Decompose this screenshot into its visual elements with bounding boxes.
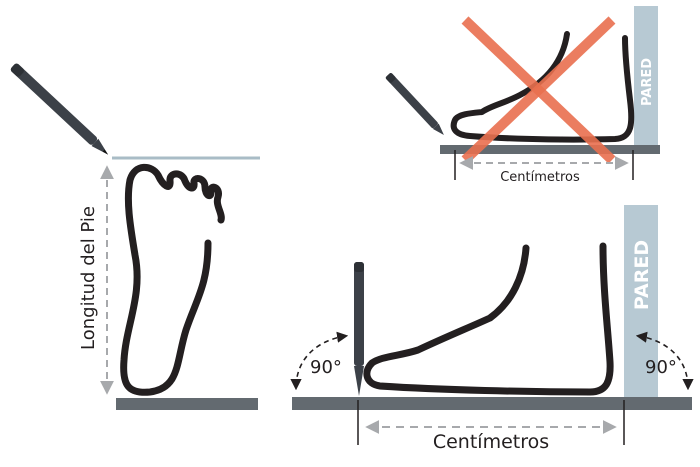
foot-top-outline: [120, 163, 225, 396]
cross-mark-icon: [461, 16, 616, 164]
wall-top: [634, 6, 658, 146]
angle-arrow-icon: [635, 331, 694, 391]
foot-side-outline-top: [450, 31, 635, 143]
floor-bar-bottom: [292, 397, 692, 410]
floor-bar-top: [440, 145, 660, 154]
foot-side-outline-bottom: [363, 242, 614, 396]
pencil-icon: [10, 63, 109, 155]
cm-label-top: Centímetros: [500, 170, 580, 185]
pencil-icon: [385, 73, 444, 135]
cm-label-bottom: Centímetros: [433, 431, 549, 453]
angle-label-left: 90°: [310, 357, 342, 378]
wall-top-label: PARED: [640, 58, 655, 106]
wall-bottom-label: PARED: [631, 240, 653, 310]
floor-bar-left: [116, 398, 258, 410]
foot-length-label: Longitud del Pie: [78, 206, 99, 350]
bottom-right-panel-correct: PARED Centímetros 90° 90°: [290, 205, 694, 453]
pencil-icon: [354, 262, 364, 396]
top-right-panel-incorrect: PARED Centímetros: [385, 6, 660, 185]
angle-arrow-icon: [290, 331, 349, 391]
angle-label-right: 90°: [645, 357, 677, 378]
left-panel-top-view: Longitud del Pie: [10, 63, 260, 410]
